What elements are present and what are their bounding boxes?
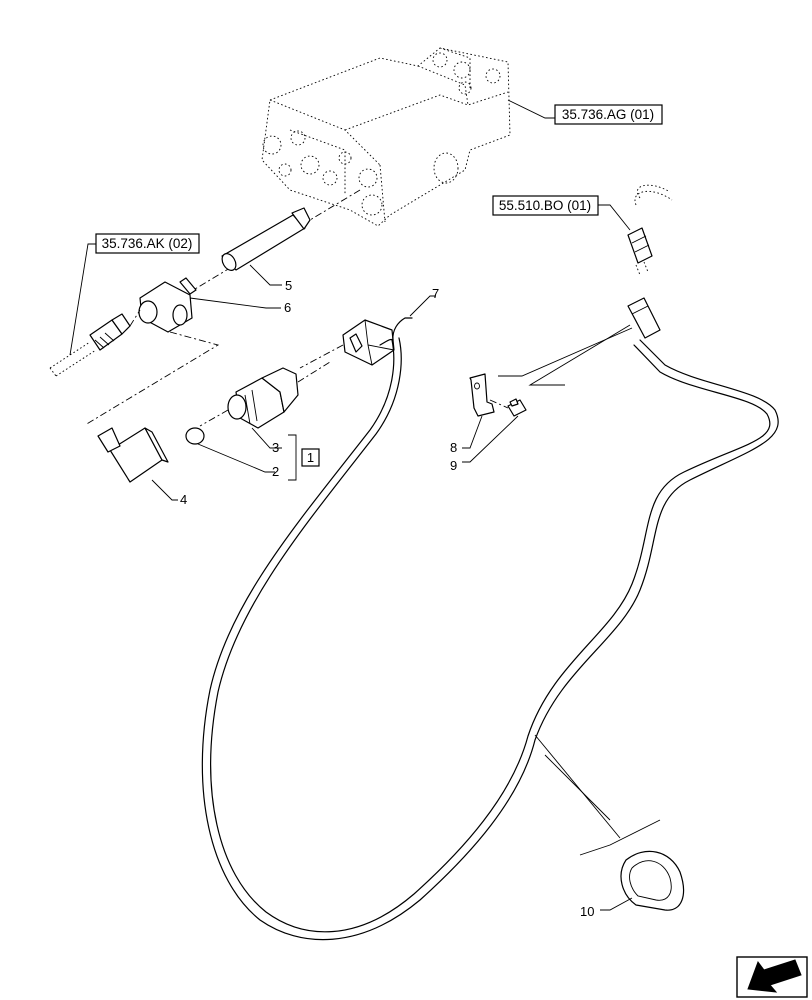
callout-9: 9 — [450, 458, 457, 473]
callout-7: 7 — [432, 286, 439, 301]
valve-block — [261, 47, 511, 227]
wiring-harness-cable — [201, 317, 779, 941]
ref-hose-label: 35.736.AK (02) — [102, 236, 193, 251]
callout-3: 3 — [272, 440, 279, 455]
callout-2: 2 — [272, 464, 279, 479]
hose-fitting — [49, 313, 131, 377]
part-5-tube-adapter — [221, 207, 311, 271]
part-10-grommet — [620, 850, 685, 911]
ref-connector-label: 55.510.BO (01) — [499, 198, 591, 213]
callout-1: 1 — [307, 450, 314, 465]
callout-1-box: 1 — [301, 448, 320, 467]
part-4-plug-connector — [97, 427, 169, 483]
part-6-tee-fitting — [138, 277, 197, 333]
callout-4: 4 — [180, 492, 187, 507]
mating-connector — [627, 184, 673, 276]
part-8-bracket — [469, 373, 495, 417]
callout-8: 8 — [450, 440, 457, 455]
part-3-pressure-switch — [227, 367, 299, 429]
part-7-harness-connector — [342, 319, 395, 366]
ref-hose[interactable]: 35.736.AK (02) — [95, 233, 200, 254]
callout-6: 6 — [284, 300, 291, 315]
callout-5: 5 — [285, 278, 292, 293]
callout-10: 10 — [580, 904, 594, 919]
ref-connector[interactable]: 55.510.BO (01) — [492, 195, 599, 216]
arrow-return-icon[interactable] — [736, 956, 808, 998]
part-2-o-ring — [185, 427, 205, 445]
ref-valve-block-label: 35.736.AG (01) — [562, 107, 654, 122]
cable-connector-right — [627, 297, 661, 339]
ref-valve-block[interactable]: 35.736.AG (01) — [554, 104, 663, 125]
part-9-bolt — [507, 398, 527, 417]
